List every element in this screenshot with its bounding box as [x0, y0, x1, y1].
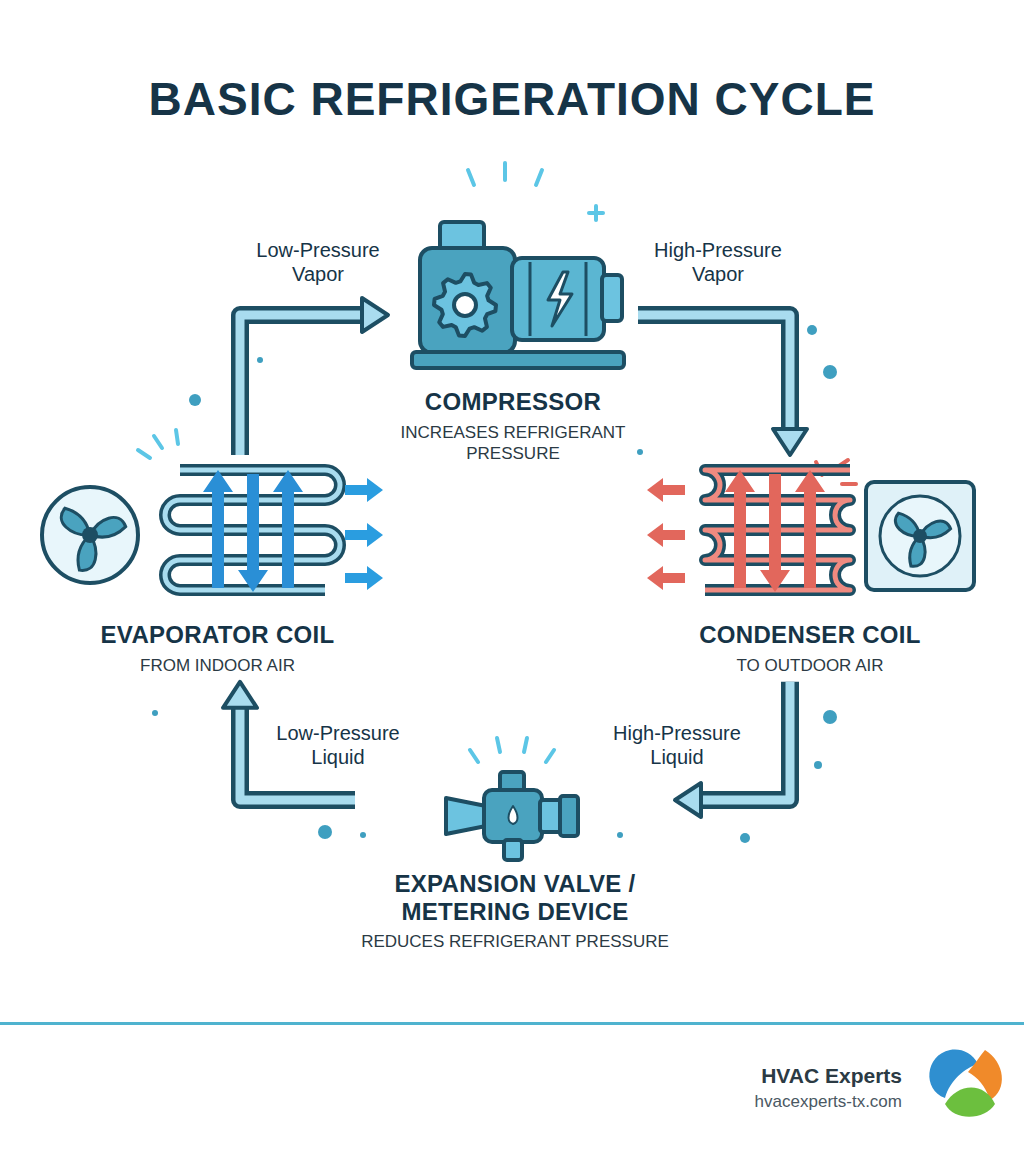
pipe-core	[638, 315, 790, 435]
pipe-outline	[638, 315, 790, 435]
brand-name: HVAC Experts	[761, 1064, 902, 1088]
flow-label: Low-Pressure Liquid	[268, 721, 408, 769]
component-description: TO OUTDOOR AIR	[630, 655, 990, 676]
component-name: COMPRESSOR	[388, 388, 638, 416]
logo-icon	[929, 1050, 1002, 1117]
compressor-icon	[412, 163, 624, 368]
decor-dot	[152, 325, 837, 843]
arrow-head	[675, 783, 701, 817]
refrigerant-pipe	[638, 315, 807, 455]
refrigerant-pipe	[240, 298, 388, 455]
component-name: CONDENSER COIL	[630, 621, 990, 649]
component-description: REDUCES REFRIGERANT PRESSURE	[355, 931, 675, 952]
footer-rule	[0, 1022, 1024, 1025]
component-name: EXPANSION VALVE / METERING DEVICE	[355, 870, 675, 925]
pipe-core	[240, 315, 368, 455]
flow-label: High-Pressure Liquid	[607, 721, 747, 769]
evaporator-icon	[42, 430, 383, 592]
diagram-title: BASIC REFRIGERATION CYCLE	[0, 72, 1024, 126]
arrow-head	[223, 682, 257, 708]
evaporator-node: EVAPORATOR COIL FROM INDOOR AIR	[40, 455, 395, 682]
condenser-node: CONDENSER COIL TO OUTDOOR AIR	[630, 455, 990, 682]
expansion-valve-icon	[446, 738, 578, 860]
pipe-outline	[240, 315, 368, 455]
arrow-head	[773, 429, 807, 455]
component-description: FROM INDOOR AIR	[40, 655, 395, 676]
expansion-valve-node: EXPANSION VALVE / METERING DEVICE REDUCES…	[355, 770, 675, 958]
component-description: INCREASES REFRIGERANT PRESSURE	[388, 422, 638, 465]
condenser-icon	[647, 460, 974, 592]
compressor-node: COMPRESSOR INCREASES REFRIGERANT PRESSURE	[388, 150, 638, 470]
flow-label: High-Pressure Vapor	[648, 238, 788, 286]
flow-label: Low-Pressure Vapor	[248, 238, 388, 286]
website-url: hvacexperts-tx.com	[755, 1092, 902, 1112]
component-name: EVAPORATOR COIL	[40, 621, 395, 649]
arrow-head	[362, 298, 388, 332]
